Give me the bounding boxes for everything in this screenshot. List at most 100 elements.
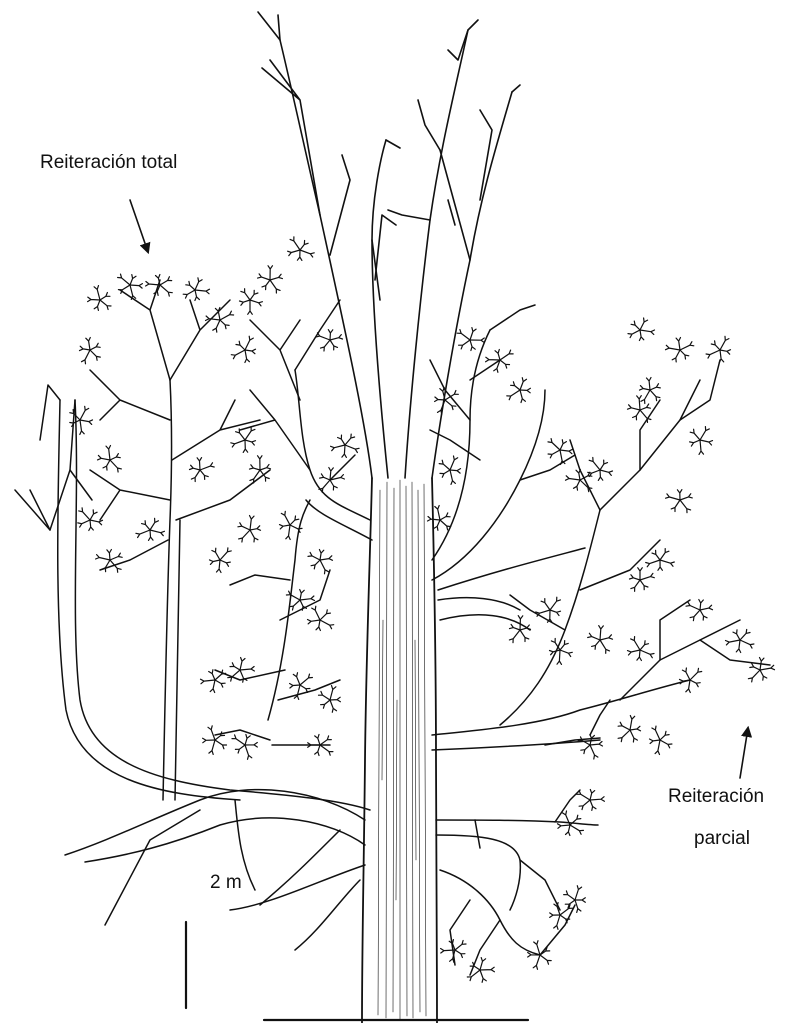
twig [231, 350, 245, 359]
twig [297, 250, 302, 260]
twig [459, 340, 470, 349]
twig [319, 550, 323, 561]
twig [520, 390, 525, 403]
twig [639, 330, 643, 341]
twig [110, 553, 122, 560]
twig [720, 336, 729, 350]
twig [590, 790, 595, 801]
twig [146, 282, 160, 287]
twig [82, 350, 91, 364]
twig [280, 525, 291, 529]
twig [190, 465, 201, 470]
twig [262, 280, 270, 290]
twig [690, 680, 700, 687]
twig [102, 560, 110, 572]
twig [100, 300, 111, 310]
twig [94, 300, 100, 310]
twig [748, 670, 760, 682]
twig [243, 440, 248, 452]
twig [631, 321, 640, 330]
twig [640, 318, 648, 330]
twig [250, 290, 258, 300]
twig [245, 440, 256, 445]
twig [209, 740, 215, 754]
twig [711, 341, 720, 350]
twig [633, 410, 640, 420]
twig [455, 950, 465, 958]
twig [250, 526, 261, 531]
twig [680, 500, 691, 513]
twig [631, 580, 640, 591]
twig [650, 384, 660, 390]
twig [240, 658, 245, 671]
twig [235, 745, 245, 753]
twig [599, 626, 604, 640]
label-partial-reiteration-line1: Reiteración [668, 786, 764, 808]
twig [560, 449, 573, 453]
label-partial-reiteration-line2: parcial [694, 828, 750, 850]
twig-clusters [70, 237, 775, 982]
lower-left-limb [65, 790, 365, 950]
twig [550, 913, 560, 918]
twig [286, 525, 290, 540]
twig [590, 800, 596, 810]
twig [566, 825, 571, 836]
twig [690, 440, 700, 446]
twig [103, 460, 110, 470]
twig [740, 640, 754, 648]
twig [258, 456, 263, 470]
twig [201, 679, 216, 684]
twig [330, 340, 338, 350]
twig [150, 530, 164, 536]
twig [315, 735, 320, 746]
twig [470, 338, 484, 343]
twig [217, 560, 222, 573]
twig [554, 915, 560, 929]
twig [191, 470, 200, 482]
twig [650, 739, 661, 744]
twig [315, 745, 320, 756]
twig [320, 474, 330, 480]
twig [80, 420, 84, 435]
twig [457, 330, 470, 340]
twig [260, 465, 271, 471]
twig [560, 641, 568, 650]
twig [215, 740, 227, 749]
arrow-partial-reiteration [740, 728, 748, 778]
twig [660, 740, 672, 748]
twig [470, 340, 475, 351]
reiterated-tree-left [90, 280, 270, 800]
twig [288, 250, 300, 256]
twig [245, 745, 252, 759]
twig [652, 550, 660, 560]
twig [110, 460, 121, 472]
twig [328, 330, 333, 340]
twig [455, 941, 466, 951]
trunk-bark-texture [378, 480, 426, 1020]
twig [331, 445, 345, 451]
twig [212, 548, 220, 560]
twig [316, 333, 330, 340]
twig [321, 340, 331, 351]
twig [706, 350, 720, 358]
twig [311, 560, 320, 569]
twig [435, 506, 440, 521]
twig [671, 500, 680, 512]
twig [210, 680, 215, 693]
twig [90, 520, 103, 525]
twig [655, 740, 660, 755]
twig [660, 731, 669, 740]
twig [652, 726, 660, 740]
twig [628, 405, 641, 410]
twig [78, 520, 90, 527]
twig [686, 680, 691, 693]
twig [511, 382, 520, 390]
twig [345, 445, 359, 453]
twig [248, 300, 253, 314]
twig [89, 520, 94, 531]
twig [557, 650, 562, 664]
twig [258, 274, 270, 280]
right-upper-branch [430, 305, 575, 580]
twig [666, 345, 681, 350]
twig [118, 274, 130, 285]
